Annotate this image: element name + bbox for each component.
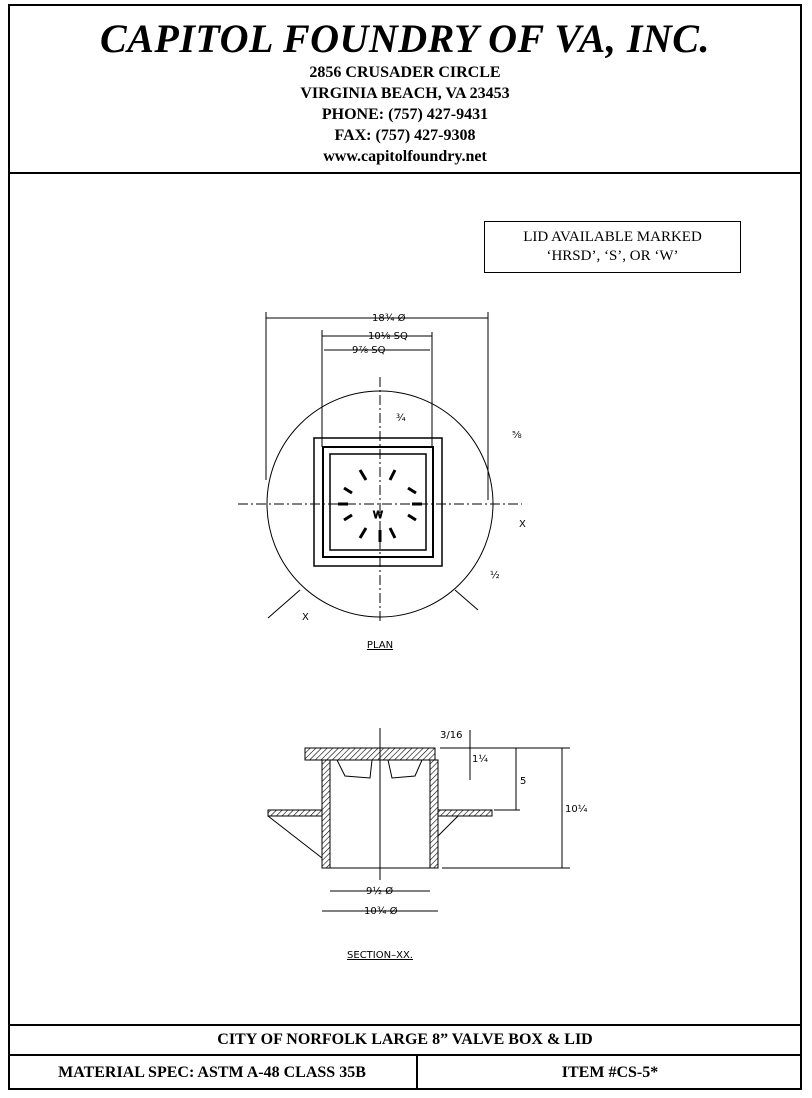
frame-square xyxy=(313,437,443,567)
note-line-1: LID AVAILABLE MARKED xyxy=(523,229,702,245)
fax: FAX: (757) 427-9308 xyxy=(334,127,476,144)
plan-view xyxy=(238,312,522,622)
dim-total-height: 10¼ xyxy=(565,803,588,815)
material-spec: MATERIAL SPEC: ASTM A-48 CLASS 35B xyxy=(8,1056,418,1090)
section-mark-right: X xyxy=(519,519,526,530)
letterhead: CAPITOL FOUNDRY OF VA, INC. 2856 CRUSADE… xyxy=(8,4,802,174)
plan-label: PLAN xyxy=(367,640,393,651)
dim-outer-diameter: 18¾ Ø xyxy=(372,312,406,324)
address-line-2: VIRGINIA BEACH, VA 23453 xyxy=(300,85,510,102)
lid-square-outer xyxy=(322,446,434,558)
item-number: ITEM #CS-5* xyxy=(561,1064,659,1081)
company-name: CAPITOL FOUNDRY OF VA, INC. xyxy=(100,16,710,61)
section-label: SECTION–XX. xyxy=(347,950,413,961)
lid-square-inner xyxy=(329,453,427,551)
dim-lid-square: 9⅞ SQ xyxy=(352,345,386,356)
section-view xyxy=(267,728,570,912)
address-line-1: 2856 CRUSADER CIRCLE xyxy=(309,64,501,81)
website: www.capitolfoundry.net xyxy=(323,148,487,165)
dim-lip: 3/16 xyxy=(440,730,462,741)
dim-lid-thickness: 1¼ xyxy=(472,753,488,765)
dim-inner-diameter: 9½ Ø xyxy=(366,885,393,897)
dim-slot: ¾ xyxy=(396,413,406,424)
drawing-title: CITY OF NORFOLK LARGE 8” VALVE BOX & LID xyxy=(8,1024,802,1056)
dim-offset: ⅝ xyxy=(512,430,522,441)
section-mark-left: X xyxy=(302,612,309,623)
dim-outer-diameter-section: 10¾ Ø xyxy=(364,905,398,917)
dim-frame-square: 10⅛ SQ xyxy=(368,331,408,342)
lid-marking-note: LID AVAILABLE MARKED ‘HRSD’, ‘S’, OR ‘W’ xyxy=(484,221,741,273)
phone: PHONE: (757) 427-9431 xyxy=(321,106,489,123)
dim-wall: ½ xyxy=(490,569,500,581)
page-border xyxy=(8,4,802,1090)
lid-letter: W xyxy=(373,510,383,521)
dim-flange-depth: 5 xyxy=(520,776,526,787)
note-line-2: ‘HRSD’, ‘S’, OR ‘W’ xyxy=(546,248,679,264)
